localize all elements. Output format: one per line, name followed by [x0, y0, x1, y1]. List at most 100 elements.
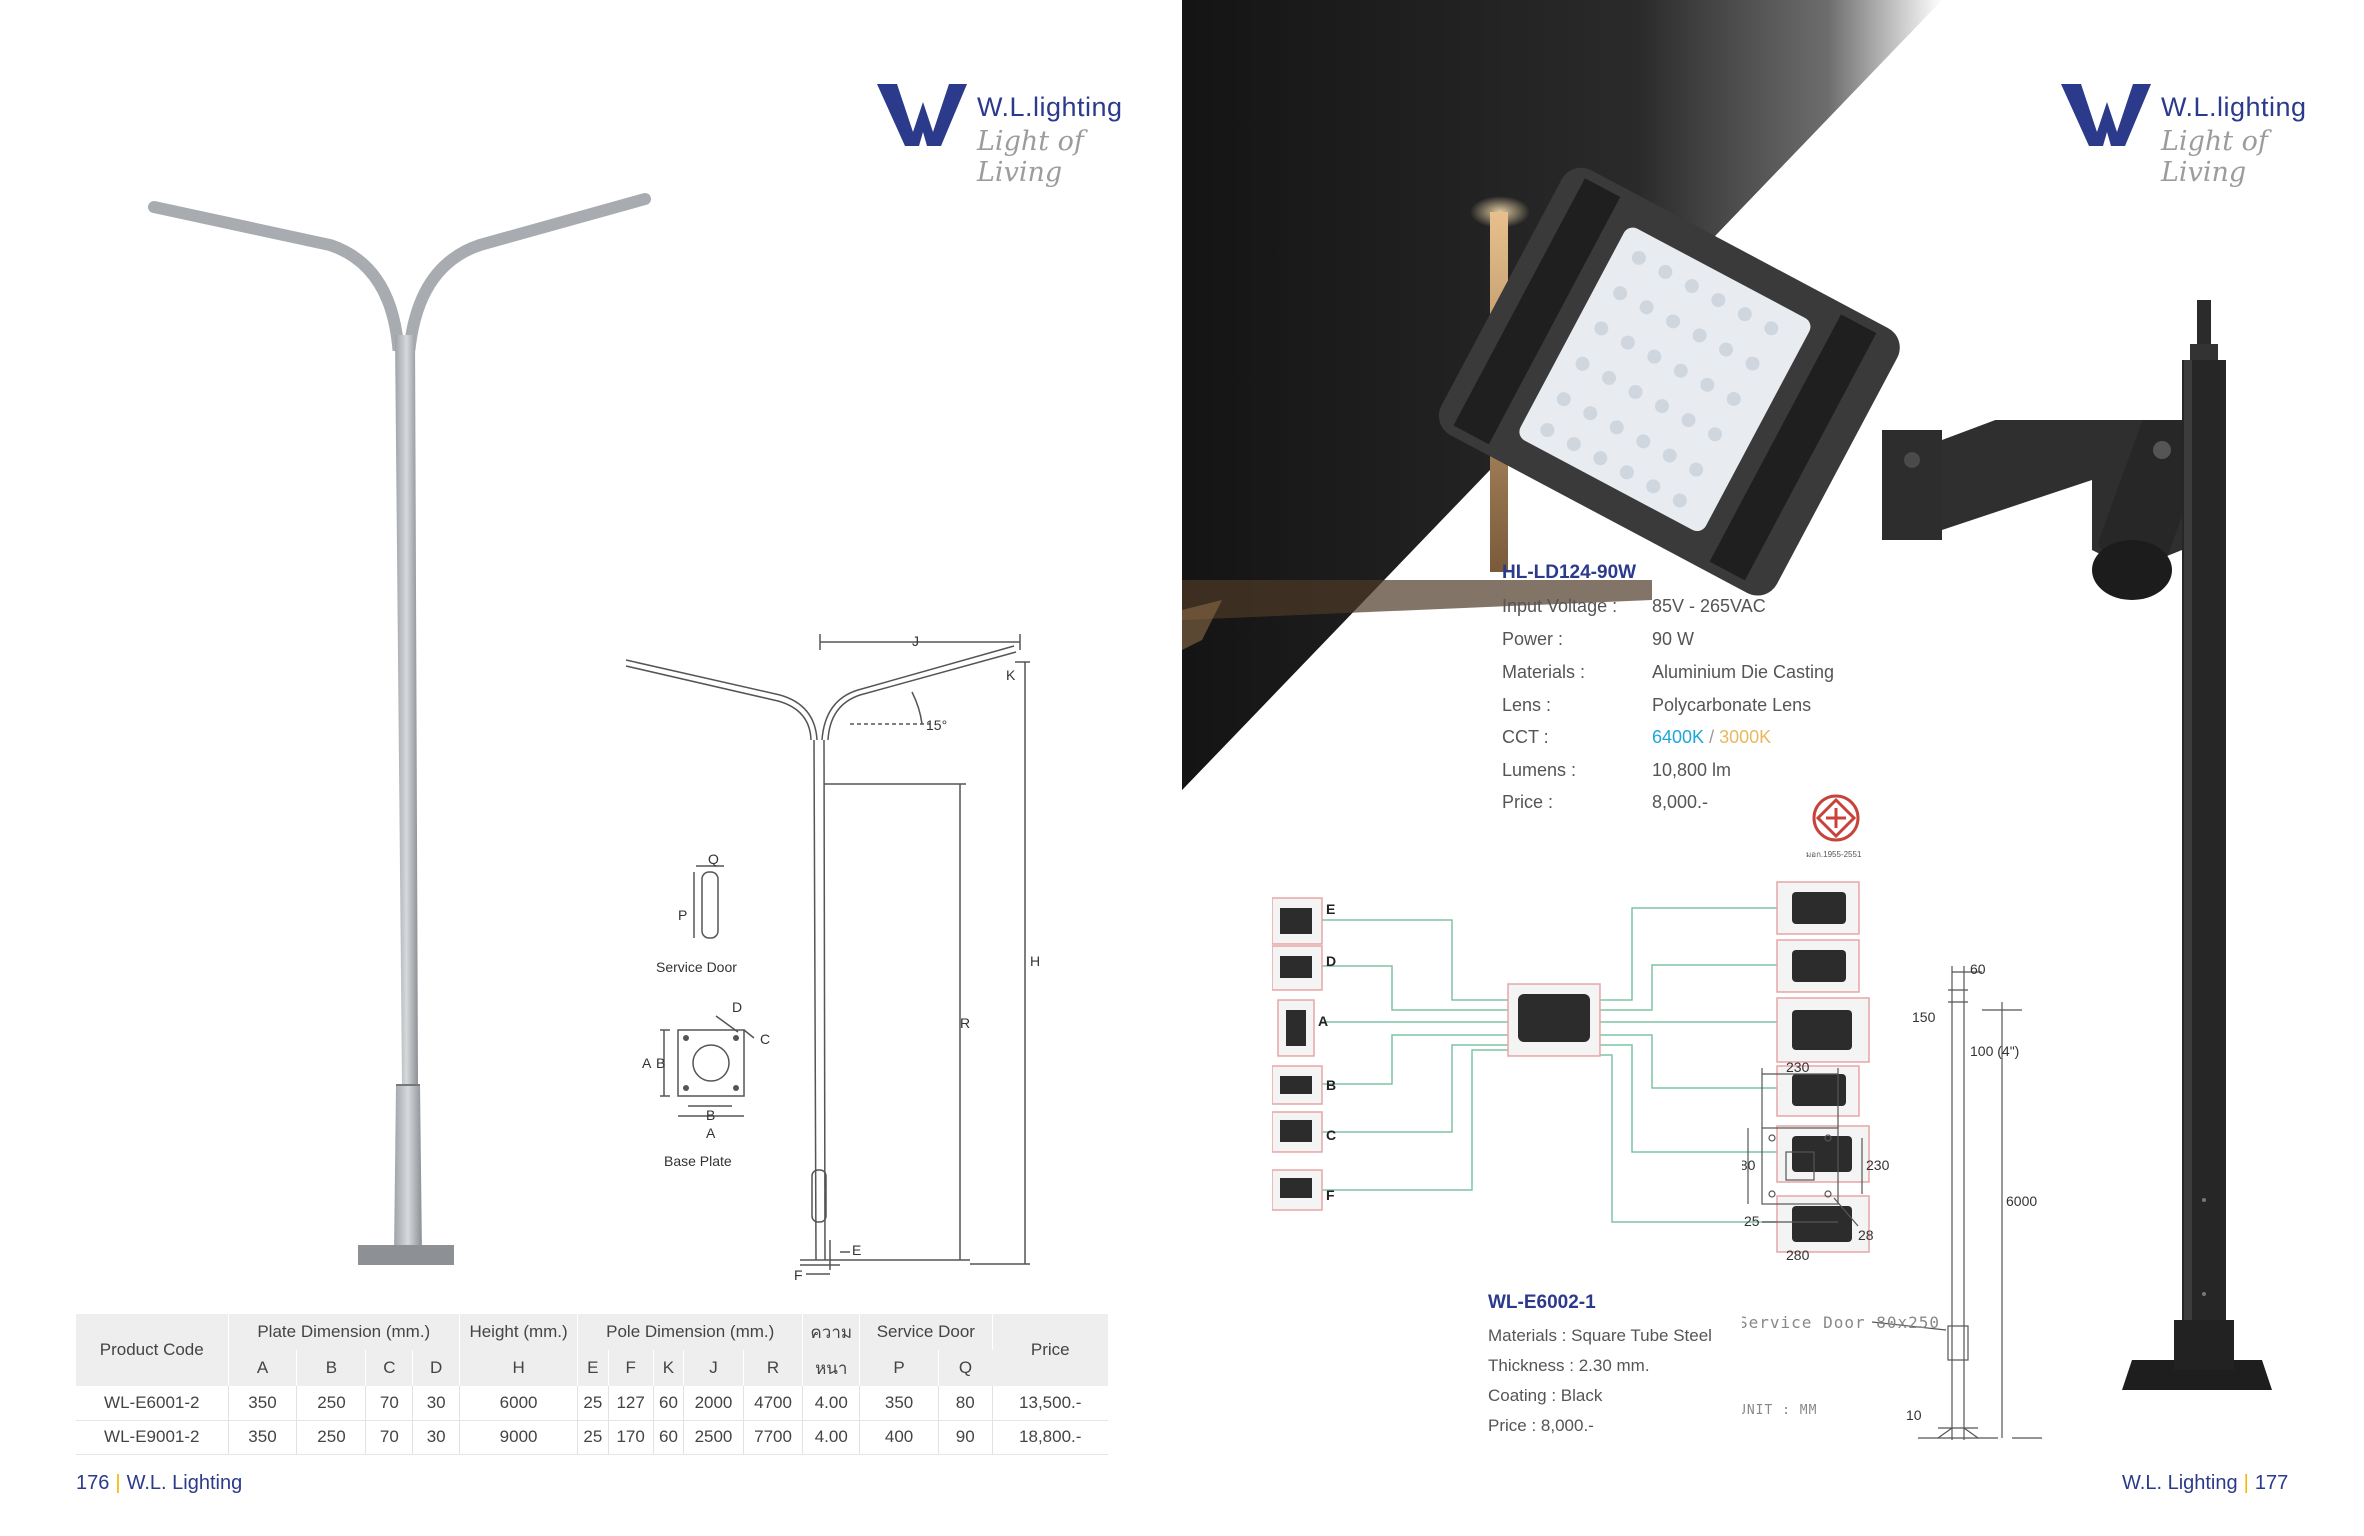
double-arm-pole-image: [148, 193, 651, 1265]
dim-label-q: Q: [708, 851, 719, 867]
cell-c: 70: [365, 1386, 414, 1421]
pole-spec-table: Product Code Plate Dimension (mm.) Heigh…: [76, 1314, 1108, 1455]
page-number: 176: [76, 1472, 110, 1494]
dim-label-e: E: [852, 1242, 861, 1258]
cell-e: 25: [577, 1420, 609, 1455]
dim-label-230-top: 230: [1786, 1059, 1810, 1075]
sub-col-f: F: [608, 1350, 654, 1386]
cell-thickness: 4.00: [802, 1420, 861, 1455]
col-plate-dimension: Plate Dimension (mm.): [228, 1314, 461, 1350]
left-page: W.L.lighting Light of Living: [76, 80, 1135, 1495]
footer-separator: |: [115, 1472, 121, 1494]
dim-label-k: K: [1006, 667, 1016, 683]
sub-col-c: C: [365, 1350, 414, 1386]
sub-col-k: K: [653, 1350, 685, 1386]
cell-b: 250: [296, 1420, 367, 1455]
footer-brand: W.L. Lighting: [2122, 1472, 2238, 1494]
cell-q: 90: [938, 1420, 993, 1455]
dim-label-a-left: A: [642, 1055, 652, 1071]
base-plate-caption: Base Plate: [664, 1153, 732, 1169]
cell-c: 70: [365, 1420, 414, 1455]
dim-label-150: 150: [1912, 1009, 1936, 1025]
cell-h: 9000: [459, 1420, 579, 1455]
cell-j: 2000: [683, 1386, 744, 1421]
sub-col-e: E: [577, 1350, 609, 1386]
dim-label-28: 28: [1858, 1227, 1874, 1243]
col-pole-dimension: Pole Dimension (mm.): [577, 1314, 804, 1350]
dim-label-p: P: [678, 907, 687, 923]
w-logo-icon: [877, 84, 967, 146]
table-row: WL-E9001-2 350 250 70 30 9000 25 170 60 …: [76, 1420, 1108, 1455]
cell-r: 7700: [743, 1420, 804, 1455]
w-logo-icon: [2061, 84, 2151, 146]
dim-label-f: F: [794, 1267, 803, 1283]
mount-label-a: A: [1318, 1013, 1328, 1029]
footer-brand: W.L. Lighting: [126, 1472, 243, 1494]
sub-col-d: D: [412, 1350, 461, 1386]
pole-model: WL-E6002-1: [1488, 1292, 1596, 1313]
sub-col-j: J: [683, 1350, 744, 1386]
sub-col-q: Q: [938, 1350, 992, 1386]
cell-b: 250: [296, 1386, 367, 1421]
sub-col-r: R: [743, 1350, 804, 1386]
dim-label-280-bottom: 280: [1786, 1247, 1810, 1263]
cell-code: WL-E9001-2: [76, 1420, 229, 1455]
cct-separator: /: [1709, 727, 1715, 747]
brand-logo: W.L.lighting Light of Living: [875, 80, 1135, 188]
cell-h: 6000: [459, 1386, 579, 1421]
pole-technical-drawing: J K 15° H R Q P Service Door D C A B B A…: [625, 633, 1040, 1283]
mount-label-e: E: [1326, 901, 1335, 917]
dim-label-r: R: [960, 1015, 970, 1031]
brand-name: W.L.lighting: [977, 92, 1123, 122]
cell-code: WL-E6001-2: [76, 1386, 229, 1421]
street-light-night-photo: [1182, 0, 1942, 790]
col-height: Height (mm.): [459, 1314, 579, 1350]
dim-label-angle: 15°: [926, 717, 947, 733]
sub-col-p: P: [859, 1350, 939, 1386]
cell-thickness: 4.00: [802, 1386, 861, 1421]
mount-label-c: C: [1326, 1127, 1336, 1143]
pole-spec-thickness: Thickness : 2.30 mm.: [1488, 1356, 1650, 1375]
led-array: [1540, 250, 1779, 508]
dim-label-230-right: 230: [1866, 1157, 1890, 1173]
table-header-row: Product Code Plate Dimension (mm.) Heigh…: [76, 1314, 1108, 1386]
cct-cool: 6400K: [1652, 727, 1705, 747]
table-subheader-row: A B C D H E F K J R หนา P Q: [76, 1350, 1108, 1386]
sub-col-b: B: [296, 1350, 367, 1386]
table-row: WL-E6001-2 350 250 70 30 6000 25 127 60 …: [76, 1386, 1108, 1421]
pole-spec-price: Price : 8,000.-: [1488, 1416, 1594, 1435]
tis-certification-icon: [1812, 794, 1860, 842]
cct-warm: 3000K: [1719, 727, 1772, 747]
page-number: 177: [2254, 1472, 2289, 1494]
luminaire-model: HL-LD124-90W: [1502, 562, 1637, 583]
mounting-bracket-icon: [1882, 430, 1942, 540]
dim-label-b-bottom: B: [706, 1107, 715, 1123]
sub-col-a: A: [228, 1350, 298, 1386]
dim-label-j: J: [912, 633, 919, 649]
cell-k: 60: [653, 1420, 685, 1455]
pole-spec-materials: Materials : Square Tube Steel: [1488, 1326, 1712, 1345]
black-square-pole-image: [2122, 300, 2272, 1390]
dim-label-280-left: 280: [1742, 1157, 1756, 1173]
sub-col-thickness: หนา: [802, 1350, 861, 1386]
unit-note: UNIT : MM: [1742, 1403, 1817, 1418]
dim-label-6000: 6000: [2006, 1193, 2037, 1209]
mount-label-d: D: [1326, 953, 1336, 969]
cell-j: 2500: [683, 1420, 744, 1455]
dim-label-100: 100 (4"): [1970, 1043, 2019, 1059]
cell-f: 127: [608, 1386, 654, 1421]
right-page: W.L.lighting Light of Living HL-LD124-90…: [1182, 0, 2364, 1536]
square-pole-technical-drawing: 60 150 100 (4") 6000 230 280 230 25 28 2…: [1742, 961, 2042, 1440]
brand-tagline: Light of Living: [2161, 126, 2268, 188]
left-page-footer: 176|W.L. Lighting: [76, 1472, 242, 1495]
dim-label-10: 10: [1906, 1407, 1922, 1423]
cell-e: 25: [577, 1386, 609, 1421]
cell-f: 170: [608, 1420, 654, 1455]
dim-label-b-left: B: [656, 1055, 665, 1071]
dim-label-60: 60: [1970, 961, 1986, 977]
mount-label-b: B: [1326, 1077, 1336, 1093]
cell-p: 400: [859, 1420, 939, 1455]
tis-cert-text: มอก.1955-2551: [1806, 850, 1862, 859]
cell-a: 350: [228, 1386, 298, 1421]
cell-q: 80: [938, 1386, 993, 1421]
